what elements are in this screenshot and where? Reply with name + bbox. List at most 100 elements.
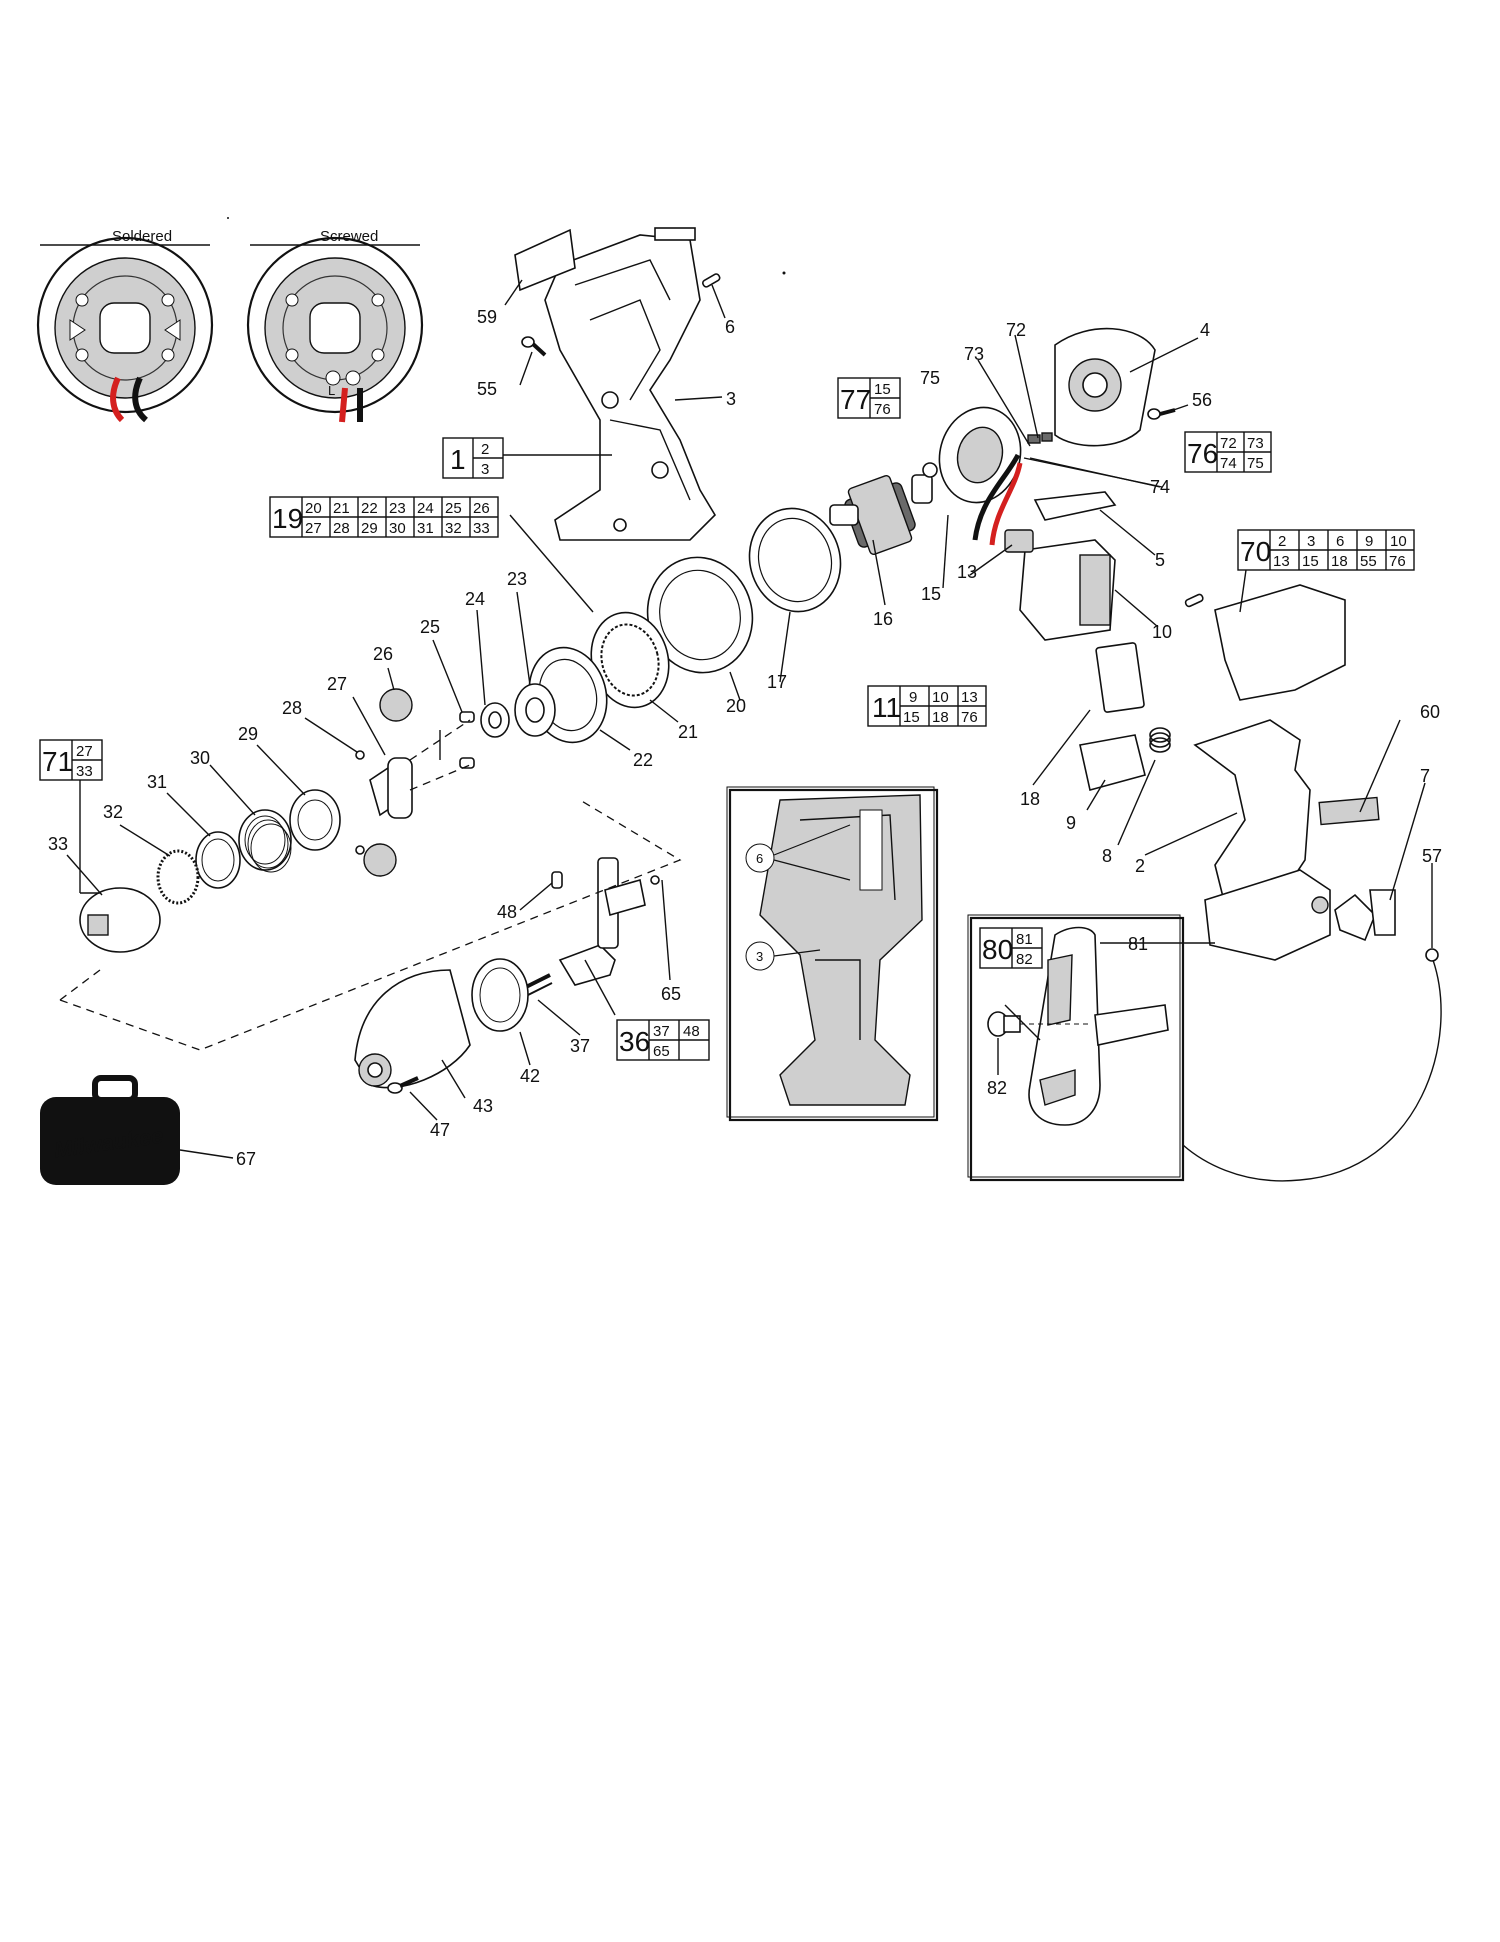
callout-17: 17 (767, 672, 787, 692)
kit-box-36: 36 37 48 65 (616, 1019, 710, 1061)
svg-text:2: 2 (1278, 533, 1286, 550)
callout-31: 31 (147, 772, 167, 792)
washer-part (201, 838, 235, 882)
kit-box-1: 1 2 3 (442, 437, 504, 479)
housing-half-part (544, 227, 717, 541)
svg-text:33: 33 (76, 763, 93, 780)
kit-box-77: 77 15 76 (837, 377, 901, 419)
svg-text:3: 3 (1307, 533, 1315, 550)
pin-part (702, 273, 721, 288)
callout-2: 2 (1135, 856, 1145, 876)
callout-3: 3 (726, 389, 736, 409)
svg-text:70: 70 (1240, 536, 1271, 567)
kit-box-19: 19 20 21 22 23 24 25 26 27 28 29 30 31 3… (269, 496, 499, 538)
callout-67: 67 (236, 1149, 256, 1169)
svg-text:20: 20 (305, 500, 322, 517)
callout-20: 20 (726, 696, 746, 716)
bearing-part (525, 697, 545, 723)
inset-callout-3: 3 (756, 949, 763, 964)
svg-text:72: 72 (1220, 435, 1237, 452)
gear-case-part (646, 556, 754, 674)
svg-text:76: 76 (961, 709, 978, 726)
anvil-part (558, 857, 660, 986)
callout-7: 7 (1420, 766, 1430, 786)
svg-text:48: 48 (683, 1023, 700, 1040)
svg-text:28: 28 (333, 520, 350, 537)
kit-box-70: 70 2 3 6 9 10 13 15 18 55 76 (1237, 529, 1415, 571)
callout-27: 27 (327, 674, 347, 694)
callout-29: 29 (238, 724, 258, 744)
svg-text:9: 9 (909, 689, 917, 706)
washer-part (195, 831, 241, 889)
svg-text:21: 21 (333, 500, 350, 517)
callout-33: 33 (48, 834, 68, 854)
callout-16: 16 (873, 609, 893, 629)
svg-text:26: 26 (473, 500, 490, 517)
ball-ring-part (156, 849, 200, 905)
svg-text:19: 19 (272, 503, 303, 534)
svg-text:71: 71 (42, 746, 73, 777)
end-bell-part (1054, 327, 1156, 447)
svg-text:25: 25 (445, 500, 462, 517)
svg-text:2: 2 (481, 441, 489, 458)
washer-part (297, 799, 333, 841)
svg-text:27: 27 (305, 520, 322, 537)
svg-text:24: 24 (417, 500, 434, 517)
pin-part (1184, 593, 1204, 608)
svg-text:29: 29 (361, 520, 378, 537)
svg-text:11: 11 (872, 692, 901, 723)
callout-43: 43 (473, 1096, 493, 1116)
svg-text:13: 13 (1273, 553, 1290, 570)
callout-10: 10 (1152, 622, 1172, 642)
svg-text:73: 73 (1247, 435, 1264, 452)
callout-65: 65 (661, 984, 681, 1004)
callout-32: 32 (103, 802, 123, 822)
screw-part (521, 336, 547, 357)
rotor-part (829, 462, 938, 555)
front-cover-part (354, 969, 471, 1089)
svg-text:37: 37 (653, 1023, 670, 1040)
callout-57: 57 (1422, 846, 1442, 866)
svg-text:27: 27 (76, 743, 93, 760)
callout-59: 59 (477, 307, 497, 327)
svg-text:82: 82 (1016, 951, 1033, 968)
label-sticker-part (514, 228, 576, 292)
callout-47: 47 (430, 1120, 450, 1140)
callout-21: 21 (678, 722, 698, 742)
inset-screwed: Screwed L (246, 228, 424, 423)
svg-text:22: 22 (361, 500, 378, 517)
washer-part (479, 967, 521, 1023)
kit-box-80: 80 81 82 (979, 927, 1043, 969)
housing-detail-inset: 6 3 (726, 786, 939, 1122)
svg-text:36: 36 (619, 1026, 650, 1057)
svg-text:75: 75 (1247, 455, 1264, 472)
callout-75: 75 (920, 368, 940, 388)
svg-text:9: 9 (1365, 533, 1373, 550)
magnet-ring-part (748, 507, 842, 613)
svg-text:80: 80 (982, 934, 1013, 965)
svg-text:3: 3 (481, 461, 489, 478)
callout-numbers: 59 55 6 3 72 73 4 75 56 74 5 10 13 16 15… (48, 307, 1442, 1169)
svg-text:15: 15 (903, 709, 920, 726)
svg-text:74: 74 (1220, 455, 1237, 472)
svg-text:76: 76 (1187, 438, 1218, 469)
callout-81: 81 (1128, 934, 1148, 954)
callout-25: 25 (420, 617, 440, 637)
svg-text:76: 76 (1389, 553, 1406, 570)
belt-clip-part (1334, 889, 1396, 942)
svg-text:13: 13 (961, 689, 978, 706)
callout-48: 48 (497, 902, 517, 922)
ring-gear-part (590, 611, 670, 709)
svg-text:1: 1 (450, 444, 466, 475)
callout-8: 8 (1102, 846, 1112, 866)
inset-soldered: Soldered (36, 228, 214, 423)
callout-74: 74 (1150, 477, 1170, 497)
callout-28: 28 (282, 698, 302, 718)
svg-text:10: 10 (932, 689, 949, 706)
callout-73: 73 (964, 344, 984, 364)
washer-part (471, 958, 529, 1032)
contact-plate-part (1095, 642, 1145, 713)
planet-carrier-part (355, 688, 475, 877)
callout-82: 82 (987, 1078, 1007, 1098)
callout-42: 42 (520, 1066, 540, 1086)
